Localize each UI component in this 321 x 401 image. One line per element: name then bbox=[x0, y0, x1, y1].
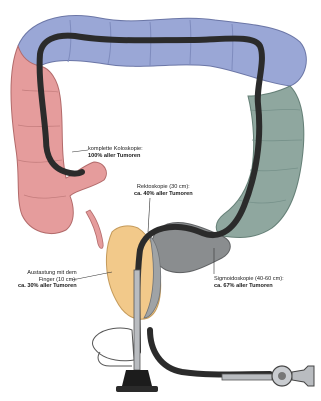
sigmoidoscope-control-inner bbox=[278, 372, 286, 380]
label-sigmoidoscopy-line1: Sigmoidoskopie (40-60 cm): bbox=[214, 276, 284, 283]
label-finger-exam-line1: Austastung mit dem bbox=[18, 270, 77, 277]
label-colonoscopy-line2: 100% aller Tumoren bbox=[88, 153, 143, 160]
label-finger-exam: Austastung mit dem Finger (10 cm): ca. 3… bbox=[18, 270, 77, 290]
rectoscope-shaft bbox=[134, 270, 140, 370]
rectoscope-funnel bbox=[122, 370, 152, 386]
label-rectoscopy: Rektoskopie (30 cm): ca. 40% aller Tumor… bbox=[134, 184, 193, 197]
hand-outline bbox=[93, 328, 134, 366]
label-rectoscopy-line1: Rektoskopie (30 cm): bbox=[134, 184, 193, 191]
leader-line-rectoscopy bbox=[148, 198, 150, 232]
label-finger-exam-line3: ca. 30% aller Tumoren bbox=[18, 283, 77, 290]
rectoscope-base bbox=[116, 386, 158, 392]
sigmoidoscope-shaft bbox=[222, 374, 272, 380]
sigmoidoscope-eyepiece bbox=[292, 366, 314, 386]
label-finger-exam-line2: Finger (10 cm): bbox=[18, 277, 77, 284]
label-sigmoidoscopy: Sigmoidoskopie (40-60 cm): ca. 67% aller… bbox=[214, 276, 284, 289]
appendix bbox=[86, 210, 103, 248]
leader-line-finger bbox=[72, 272, 112, 280]
ascending-colon bbox=[11, 46, 106, 234]
endoscope-lower-tube bbox=[150, 330, 270, 375]
leader-line-colonoscopy bbox=[72, 150, 88, 152]
label-colonoscopy: komplette Koloskopie: 100% aller Tumoren bbox=[88, 146, 143, 159]
label-colonoscopy-line1: komplette Koloskopie: bbox=[88, 146, 143, 153]
label-rectoscopy-line2: ca. 40% aller Tumoren bbox=[134, 191, 193, 198]
label-sigmoidoscopy-line2: ca. 67% aller Tumoren bbox=[214, 283, 284, 290]
